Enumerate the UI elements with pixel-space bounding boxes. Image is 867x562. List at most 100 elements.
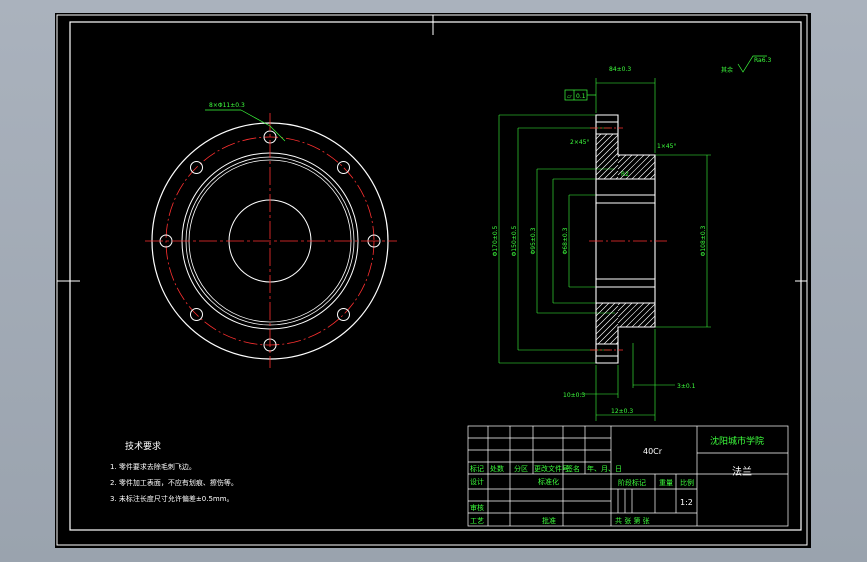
outer-frame	[56, 14, 808, 546]
roughness-text: Ra6.3	[754, 57, 771, 64]
hatch-line	[609, 335, 619, 345]
flange-thk-text: 10±0.3	[563, 392, 585, 399]
hatch-line	[595, 317, 619, 341]
school-name: 沈阳城市学院	[710, 435, 764, 447]
hatch-line	[597, 134, 619, 156]
scale-label: 比例	[680, 478, 694, 487]
chamfer-top-text: 2×45°	[570, 139, 589, 146]
hatch-line	[617, 154, 639, 176]
note-1: 1. 零件要求去除毛刺飞边。	[110, 462, 196, 471]
hatch-line	[619, 154, 645, 180]
scale-value: 1:2	[680, 498, 693, 507]
hatch-line	[649, 321, 656, 328]
hatch-line	[603, 140, 619, 156]
hatch-line	[595, 302, 598, 305]
stage-label: 阶段标记	[618, 478, 646, 487]
chamfer-right-text: 1×45°	[657, 143, 676, 150]
bolt-hole	[190, 161, 203, 174]
hatch-line	[617, 302, 633, 318]
hatch-line	[595, 154, 605, 164]
tb-row-approve: 批准	[542, 516, 556, 525]
step-text: 3±0.1	[677, 383, 696, 390]
hatch-line	[597, 323, 619, 345]
front-view: 8×Φ11±0.3	[145, 102, 397, 368]
hatch-line	[595, 133, 608, 146]
hatch-line	[595, 302, 604, 311]
bolt-hole	[337, 161, 350, 174]
tb-header-4: 签名	[566, 464, 580, 473]
radius-text: R2	[621, 171, 629, 178]
technical-notes: 技术要求 1. 零件要求去除毛刺飞边。 2. 零件加工表面，不应有划痕、擦伤等。…	[110, 440, 238, 503]
hatch-line	[637, 161, 656, 180]
hatch-line	[643, 315, 656, 328]
hatch-line	[649, 173, 656, 180]
dim-length-text: 84±0.3	[609, 66, 631, 73]
hatch-line	[643, 167, 656, 180]
hatch-line	[619, 302, 645, 328]
hole-leader	[269, 125, 286, 142]
flatness-symbol: ▱	[567, 93, 572, 100]
hub-len-text: 12±0.3	[611, 408, 633, 415]
hatch-line	[595, 133, 614, 152]
hatch-line	[595, 302, 610, 317]
cad-drawing: 8×Φ11±0.3	[56, 14, 808, 546]
hatch-line	[595, 133, 602, 140]
title-block-frame	[467, 425, 789, 527]
notes-title: 技术要求	[125, 440, 161, 452]
hatch-line	[631, 303, 656, 328]
hole-leader-2	[240, 109, 271, 127]
hatch-line	[631, 155, 656, 180]
dia-bolt-text: Φ150±0.5	[511, 225, 518, 256]
section-view: ▱ 0.1 84±0.3 2×45° 1×45° R2 Φ170±0.5 Φ15…	[492, 55, 771, 421]
hatch-line	[597, 158, 619, 180]
hatch-line	[617, 154, 633, 170]
tb-header-5: 年、月、日	[587, 464, 622, 473]
hatch-line	[617, 302, 627, 312]
material-text: 40Cr	[643, 447, 663, 456]
bolt-hole	[190, 308, 203, 321]
weight-label: 重量	[659, 479, 673, 487]
drawing-sheet: 8×Φ11±0.3	[55, 13, 811, 548]
roughness-symbol	[737, 55, 767, 73]
sheets-label: 共 张 第 张	[615, 516, 650, 525]
hatch-line	[595, 154, 611, 170]
hatch-line	[609, 170, 619, 180]
dia-3-text: Φ95±0.3	[530, 227, 537, 254]
hatch-line	[625, 154, 651, 180]
hole-callout: 8×Φ11±0.3	[209, 102, 245, 109]
part-name: 法兰	[732, 465, 752, 478]
inner-frame	[69, 21, 802, 531]
dia-4-text: Φ68±0.3	[562, 227, 569, 254]
hatch-line	[615, 176, 619, 180]
tb-header-3: 更改文件号	[534, 464, 569, 473]
hatch-line	[595, 154, 617, 176]
hatch-line	[595, 311, 619, 335]
hatch-line	[625, 302, 651, 328]
lower-section-outline	[595, 278, 656, 364]
hatch-line	[637, 309, 656, 328]
dia-hub-text: Φ108±0.3	[700, 225, 707, 256]
hatch-line	[603, 164, 619, 180]
bolt-hole	[337, 308, 350, 321]
tb-header-2: 分区	[514, 464, 528, 473]
hatch-line	[617, 154, 621, 158]
hatch-line	[595, 302, 616, 323]
title-block: 标记 处数 分区 更改文件号 签名 年、月、日 设计 审核 工艺 标准化 批准 …	[467, 425, 789, 527]
flatness-value: 0.1	[576, 93, 586, 100]
hatch-line	[603, 329, 619, 345]
tb-row-process: 工艺	[470, 517, 484, 525]
hatch-line	[615, 341, 619, 345]
tb-row-review: 审核	[470, 503, 484, 512]
hatch-line	[595, 305, 619, 329]
tb-row-design: 设计	[470, 477, 484, 486]
hatch-line	[609, 146, 619, 156]
tb-header-0: 标记	[470, 464, 484, 473]
hatch-line	[595, 154, 599, 158]
tb-row-standard: 标准化	[538, 477, 559, 486]
note-3: 3. 未标注长度尺寸允许偏差±0.5mm。	[110, 494, 234, 503]
note-2: 2. 零件加工表面，不应有划痕、擦伤等。	[110, 478, 238, 487]
section-hatching	[595, 133, 656, 345]
hatch-line	[617, 302, 621, 306]
roughness-other-text: 其余	[721, 66, 733, 74]
hatch-line	[615, 152, 619, 156]
